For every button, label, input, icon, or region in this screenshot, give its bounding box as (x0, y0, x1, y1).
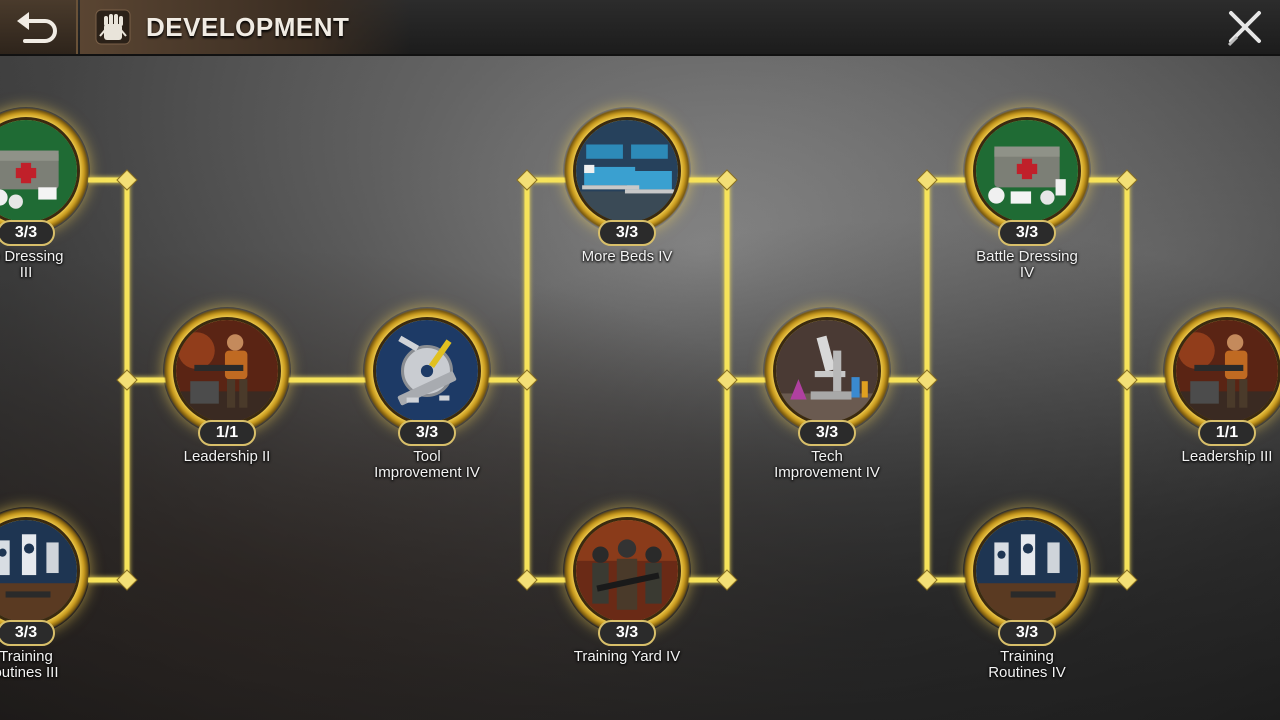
level-badge: 3/3 (0, 620, 55, 646)
node-label-line: Battle Dressing (976, 248, 1078, 265)
hospital-beds-icon (573, 117, 681, 225)
tech-node-leadership-ii[interactable]: 1/1 Leadership II (163, 307, 291, 465)
level-badge: 3/3 (398, 420, 456, 446)
connector-diamond (916, 169, 938, 191)
node-label-line: Leadership III (1181, 448, 1273, 465)
node-label-line: Tool (413, 448, 441, 465)
level-badge: 3/3 (0, 220, 55, 246)
first-aid-kit-icon (0, 117, 80, 225)
node-label-line: Leadership II (183, 448, 271, 465)
level-badge: 1/1 (1198, 420, 1256, 446)
page-title: DEVELOPMENT (146, 12, 350, 42)
node-label: Tool Improvement IV (327, 449, 527, 481)
level-badge: 3/3 (598, 220, 656, 246)
connector-diamond (916, 369, 938, 391)
fist-icon (95, 9, 131, 45)
connector-diamond (716, 169, 738, 191)
tech-node-tool-improvement-iv[interactable]: 3/3 Tool Improvement IV (363, 307, 491, 481)
node-label: Battle Dressing IV (927, 249, 1127, 281)
close-icon (1227, 11, 1261, 47)
node-label-line: outines III (0, 664, 59, 681)
connector-diamond (116, 569, 138, 591)
connector-diamond (1116, 169, 1138, 191)
armed-squad-icon (573, 517, 681, 625)
node-label: le Dressing III (0, 249, 126, 281)
node-label-line: Training (1000, 648, 1054, 665)
node-label-line: Improvement IV (774, 464, 880, 481)
tools-icon (373, 317, 481, 425)
node-label: More Beds IV (527, 249, 727, 265)
title-panel: DEVELOPMENT (80, 0, 410, 54)
header-bar: DEVELOPMENT (0, 0, 1280, 56)
connector-diamond (716, 569, 738, 591)
connector-diamond (116, 369, 138, 391)
tech-node-more-beds-iv[interactable]: 3/3 More Beds IV (563, 107, 691, 265)
tech-node-tech-improvement-iv[interactable]: 3/3 Tech Improvement IV (763, 307, 891, 481)
level-badge: 3/3 (998, 220, 1056, 246)
level-badge: 1/1 (198, 420, 256, 446)
back-button[interactable] (0, 0, 78, 54)
node-label-line: More Beds IV (581, 248, 673, 265)
shooting-range-icon (0, 517, 80, 625)
node-label-line: Training Yard IV (573, 648, 681, 665)
node-label: Tech Improvement IV (727, 449, 927, 481)
soldier-icon (173, 317, 281, 425)
level-badge: 3/3 (798, 420, 856, 446)
close-button[interactable] (1218, 6, 1272, 48)
connector-diamond (116, 169, 138, 191)
tech-node-battle-dressing-iii[interactable]: 3/3 le Dressing III (0, 107, 90, 281)
node-label: Training outines III (0, 649, 126, 681)
tech-node-training-yard-iv[interactable]: 3/3 Training Yard IV (563, 507, 691, 665)
level-badge: 3/3 (598, 620, 656, 646)
node-label: Leadership III (1127, 449, 1280, 465)
back-arrow-icon (17, 12, 57, 43)
shooting-range-icon (973, 517, 1081, 625)
connector-diamond (516, 169, 538, 191)
tech-node-training-routines-iv[interactable]: 3/3 Training Routines IV (963, 507, 1091, 681)
node-label-line: Improvement IV (374, 464, 480, 481)
tech-node-training-routines-iii[interactable]: 3/3 Training outines III (0, 507, 90, 681)
connector-diamond (516, 369, 538, 391)
tech-node-battle-dressing-iv[interactable]: 3/3 Battle Dressing IV (963, 107, 1091, 281)
level-badge: 3/3 (998, 620, 1056, 646)
node-label-line: Training (0, 648, 53, 665)
node-label-line: Tech (811, 448, 843, 465)
connector-diamond (516, 569, 538, 591)
node-label: Leadership II (127, 449, 327, 465)
node-label: Training Routines IV (927, 649, 1127, 681)
connector-diamond (1116, 369, 1138, 391)
node-label-line: III (19, 264, 33, 281)
node-label: Training Yard IV (527, 649, 727, 665)
tech-node-leadership-iii[interactable]: 1/1 Leadership III (1163, 307, 1280, 465)
connector-diamond (1116, 569, 1138, 591)
soldier-icon (1173, 317, 1280, 425)
first-aid-kit-icon (973, 117, 1081, 225)
microscope-icon (773, 317, 881, 425)
node-label-line: IV (1019, 264, 1035, 281)
node-label-line: le Dressing (0, 248, 64, 265)
node-label-line: Routines IV (988, 664, 1066, 681)
connector-diamond (916, 569, 938, 591)
connector-diamond (716, 369, 738, 391)
